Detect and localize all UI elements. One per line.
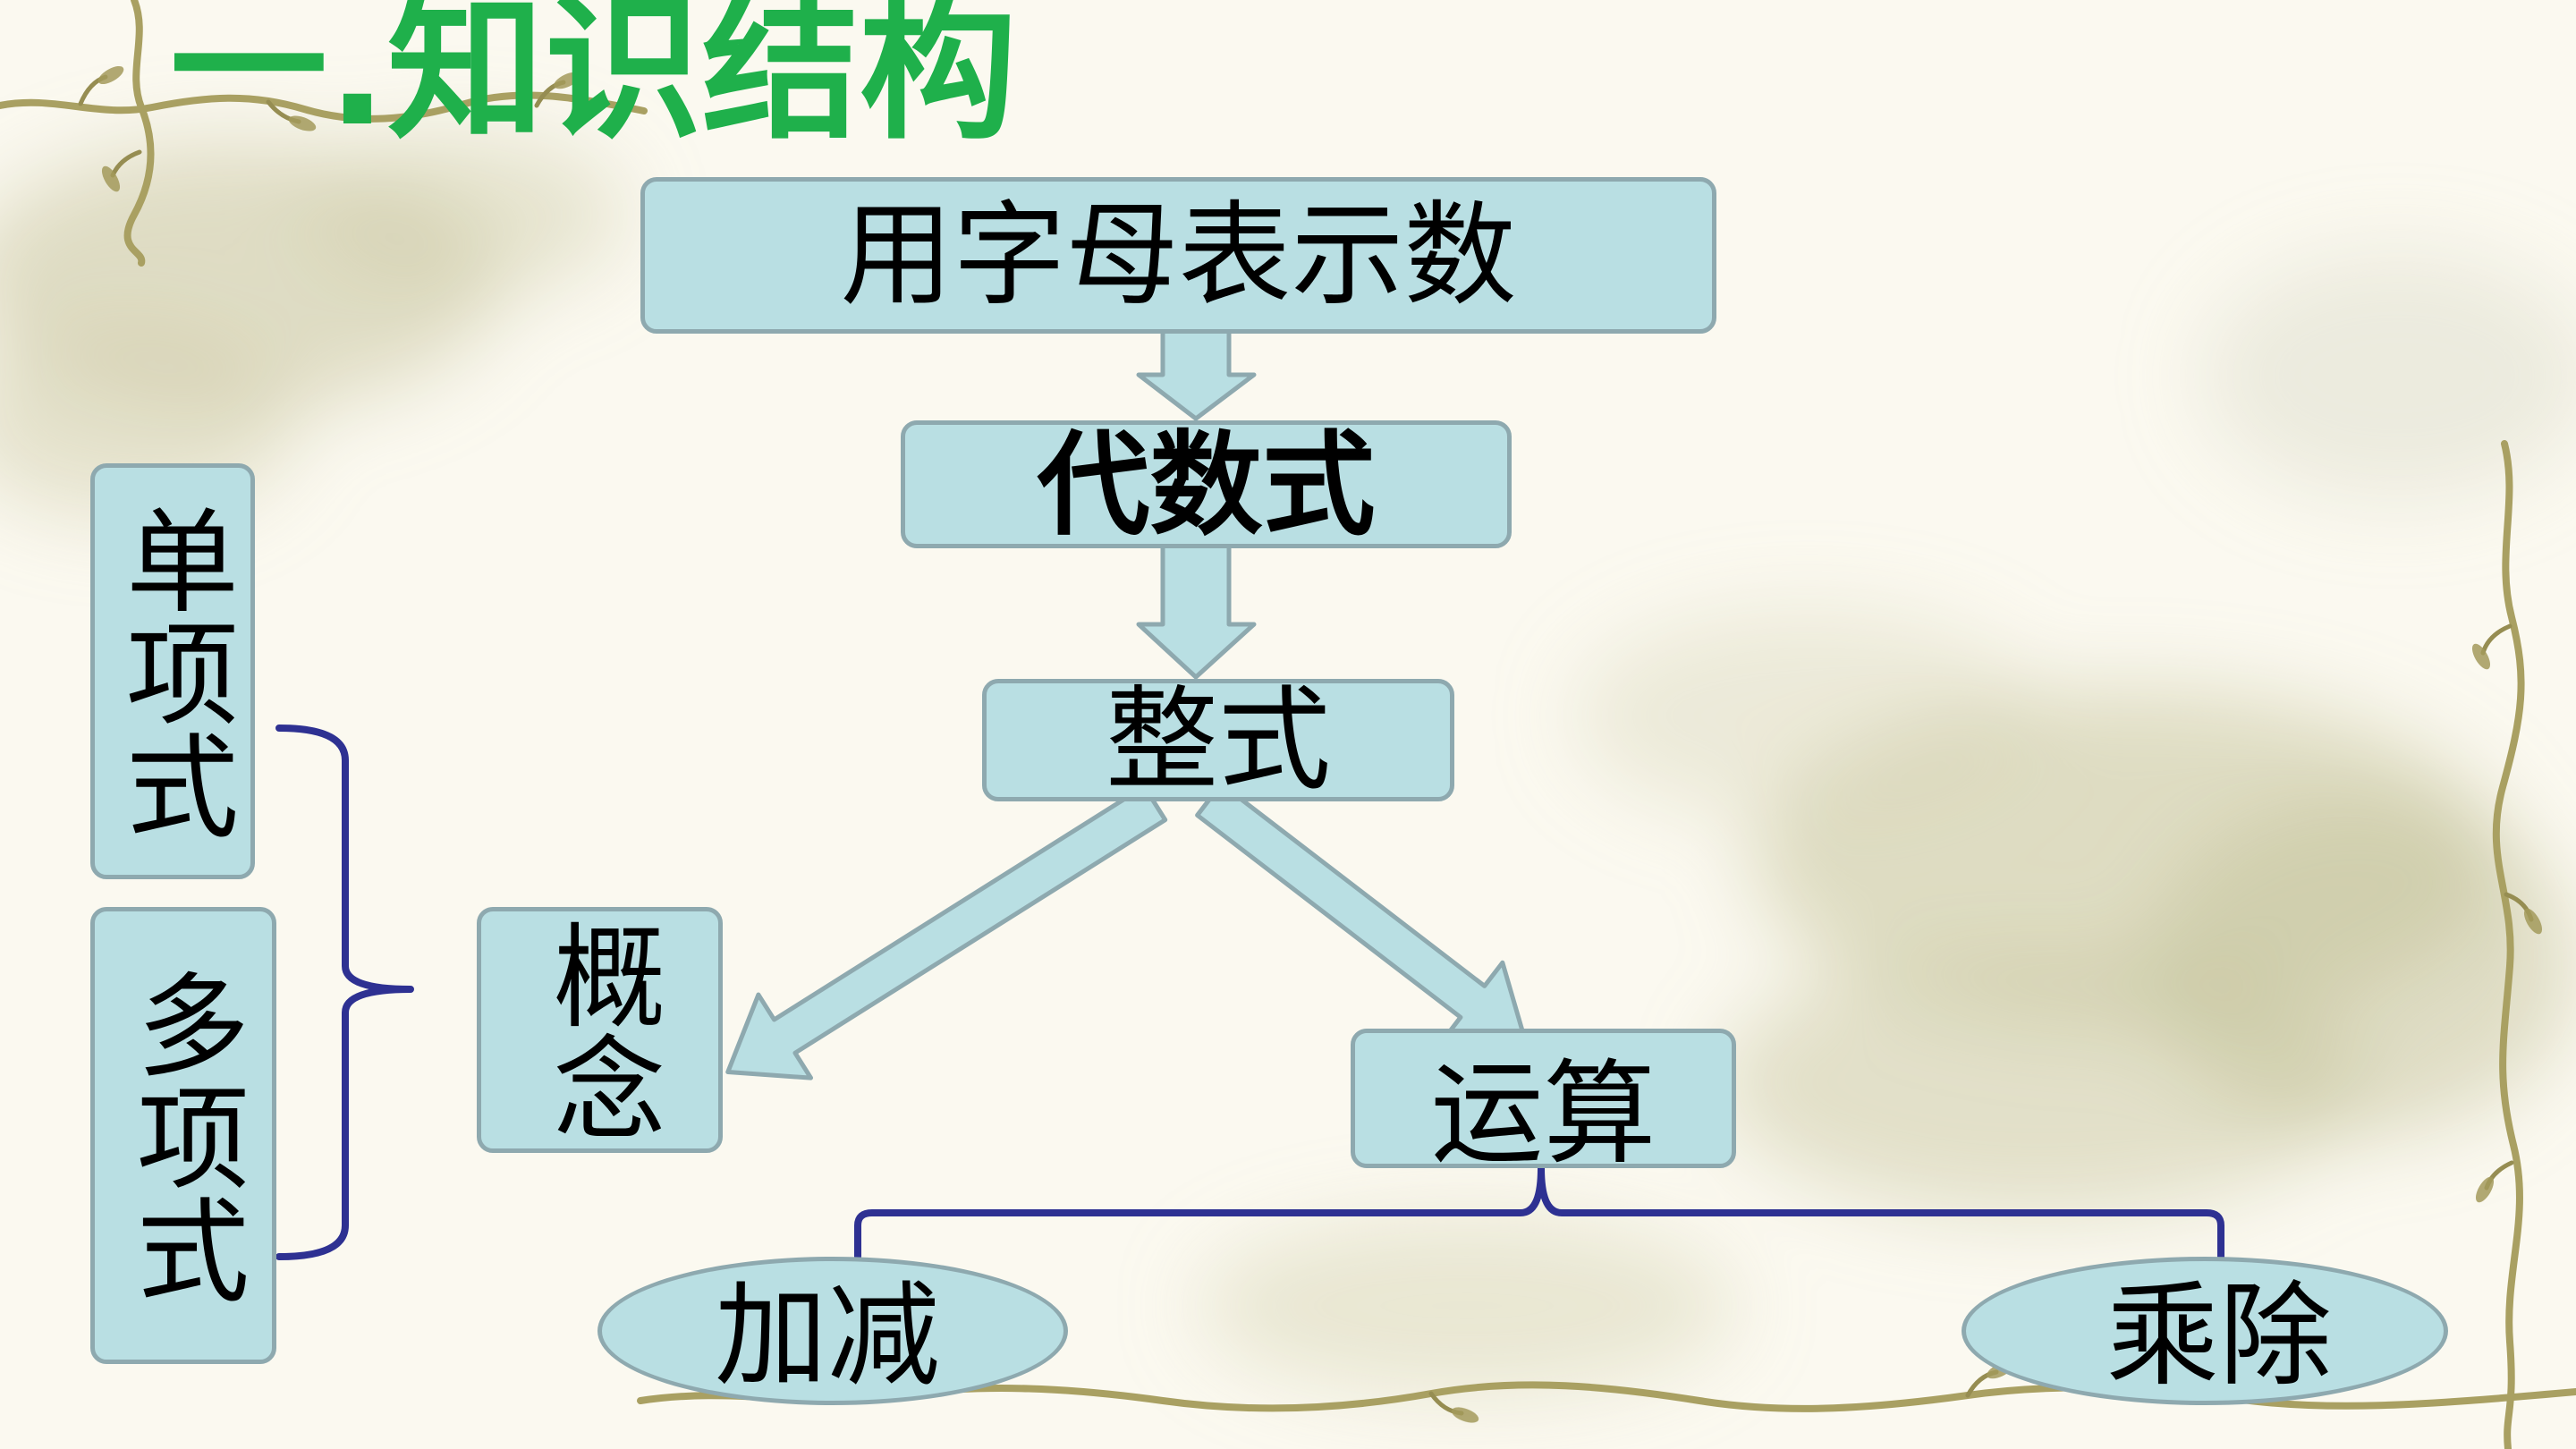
arrow-root-to-algebraic — [1136, 324, 1257, 421]
node-concept: 概念 — [477, 907, 723, 1153]
slide-title: 一.知识结构 — [170, 0, 1017, 161]
background-leaf-blotch — [2200, 250, 2576, 501]
arrow-algebraic-to-integral — [1136, 538, 1257, 680]
vine-leaf — [2475, 1176, 2495, 1203]
decorative-vine-top — [0, 91, 648, 123]
vine-leaf — [1451, 1407, 1479, 1423]
node-root-label: 用字母表示数 — [840, 189, 1517, 321]
decorative-vine-right — [2492, 440, 2525, 1449]
vine-leaf — [288, 115, 317, 131]
node-multiplication-division: 乘除 — [1962, 1257, 2448, 1405]
node-polynomial-label: 多项式 — [118, 966, 250, 1305]
node-addition-subtraction: 加减 — [597, 1257, 1068, 1405]
bracket-operations — [854, 1165, 2224, 1260]
vine-leaf — [2471, 643, 2491, 670]
node-addition-subtraction-label: 加减 — [715, 1270, 940, 1402]
brace-monomial-polynomial — [275, 724, 414, 1260]
vine-twig — [2480, 623, 2512, 656]
flow-arrows — [725, 324, 1529, 1080]
vine-leaf — [2523, 908, 2543, 935]
background-leaf-blotch — [1574, 608, 2039, 823]
node-polynomial: 多项式 — [90, 907, 276, 1364]
node-integral-expression-label: 整式 — [1106, 674, 1331, 806]
node-operations-label: 运算 — [1430, 1048, 1657, 1180]
node-monomial-label: 单项式 — [107, 502, 239, 841]
vine-leaf — [101, 165, 121, 192]
node-root: 用字母表示数 — [640, 177, 1716, 334]
node-algebraic-expression-label: 代数式 — [1037, 418, 1376, 551]
node-multiplication-division-label: 乘除 — [2106, 1270, 2332, 1402]
node-monomial: 单项式 — [90, 463, 255, 879]
arrow-integral-to-concept — [725, 784, 1168, 1080]
background-leaf-blotches — [0, 134, 2576, 1395]
node-integral-expression: 整式 — [982, 679, 1454, 801]
node-operations: 运算 — [1351, 1029, 1736, 1180]
node-algebraic-expression: 代数式 — [901, 420, 1512, 548]
vine-leaf — [97, 65, 124, 85]
node-concept-label: 概念 — [534, 917, 666, 1143]
background-leaf-blotch — [2147, 796, 2576, 1136]
background-leaf-blotch — [1199, 1216, 1735, 1395]
decorative-vine-left — [123, 0, 155, 267]
vine-leaf — [554, 72, 580, 89]
background-leaf-blotch — [304, 134, 626, 295]
